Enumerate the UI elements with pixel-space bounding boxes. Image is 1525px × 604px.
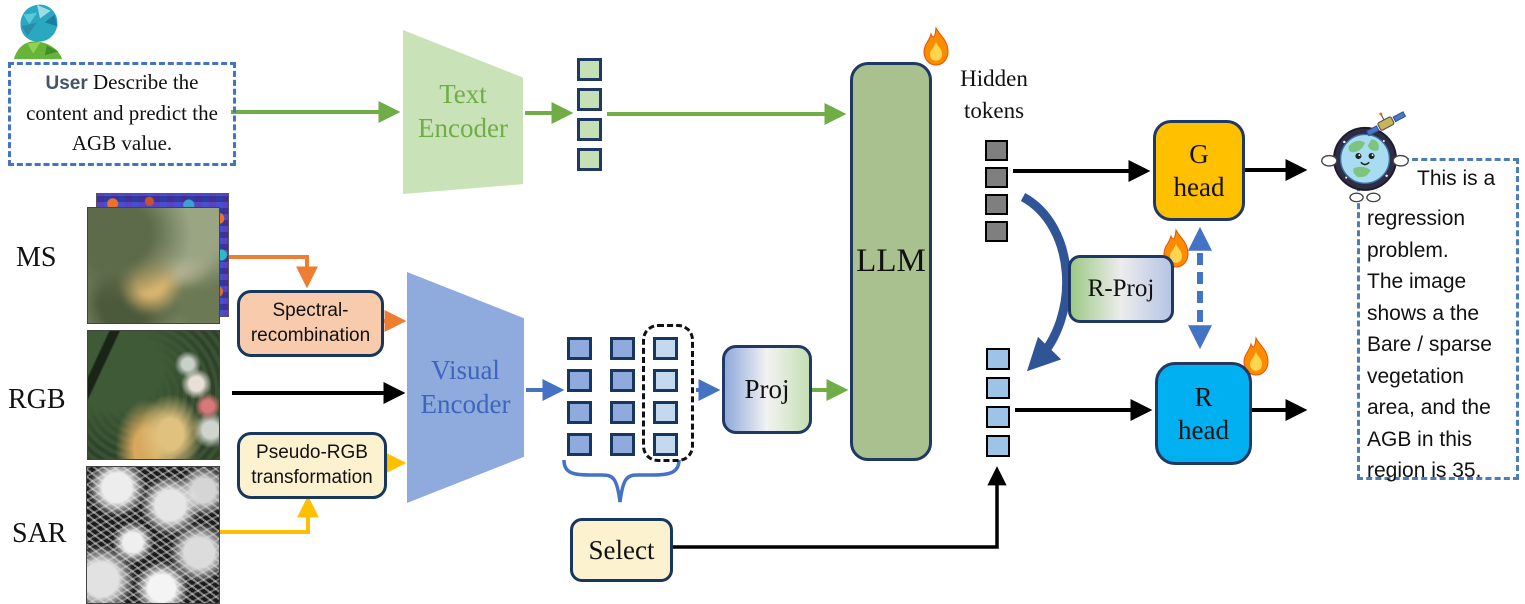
spectral-recombination-box: Spectral- recombination [237,290,384,357]
visual-token-selected [653,433,678,456]
sar-label: SAR [12,518,67,549]
visual-token-selected [653,401,678,424]
r-proj-label: R-Proj [1087,275,1155,302]
visual-token [567,401,592,424]
visual-token [610,433,635,456]
user-avatar-icon [13,4,63,60]
generation-head-box: G head [1153,120,1245,221]
llm-label: LLM [856,243,926,279]
globe-satellite-icon [1321,111,1409,203]
visual-token [610,337,635,360]
selected-token-outline [642,324,694,462]
fire-icon [923,26,949,66]
selected-token [986,406,1010,428]
spectral-recombination-label: Spectral- [272,300,349,322]
proj-box: Proj [722,345,812,434]
text-token-column [577,58,602,171]
text-token [577,148,602,171]
pseudo-rgb-transformation-box: Pseudo-RGB transformation [237,432,387,499]
answer-sentence-2: The image shows a the Bare / sparse vege… [1367,270,1492,482]
selected-token [986,348,1010,370]
hidden-token [985,221,1008,242]
hidden-token [985,167,1008,188]
fire-icon [1243,336,1269,376]
visual-encoder: Visual Encoder [407,272,524,503]
rgb-label: RGB [8,384,66,415]
model-answer-box: This is a regression problem. The image … [1357,158,1519,482]
hidden-token [985,194,1008,215]
selected-token-column [986,348,1010,457]
visual-encoder-label: Visual [431,354,500,385]
text-token [577,88,602,111]
visual-token [610,401,635,424]
regression-head-box: R head [1155,362,1252,465]
visual-token-selected [653,337,678,360]
llm-box: LLM [850,62,932,461]
text-encoder-label: Text [439,79,487,110]
pseudo-rgb-label: Pseudo-RGB [256,442,368,464]
r-head-label: R [1194,382,1213,413]
selected-token [986,435,1010,457]
rgb-image [87,330,220,460]
sar-image [86,466,220,604]
proj-label: Proj [744,374,790,404]
g-head-label: G [1189,139,1209,170]
selected-token [986,377,1010,399]
text-token [577,58,602,81]
visual-token [567,369,592,392]
hidden-token-column [985,140,1008,242]
hidden-tokens-label: Hidden tokens [960,66,1028,124]
user-prompt-box: User Describe the content and predict th… [8,62,236,166]
answer-sentence-1: This is a regression problem. [1367,167,1496,262]
visual-token [567,433,592,456]
text-encoder: Text Encoder [403,30,523,194]
select-label: Select [588,534,655,565]
hidden-token [985,140,1008,161]
visual-token [610,369,635,392]
select-box: Select [570,518,673,582]
ms-label: MS [16,242,57,273]
visual-token [567,337,592,360]
user-prompt-text: Describe the content and predict the AGB… [26,70,218,155]
visual-token-selected [653,369,678,392]
text-token [577,118,602,141]
ms-image [87,207,220,324]
user-prompt-speaker: User [45,73,88,94]
r-proj-box: R-Proj [1068,255,1174,323]
visual-token-grid [567,337,678,456]
